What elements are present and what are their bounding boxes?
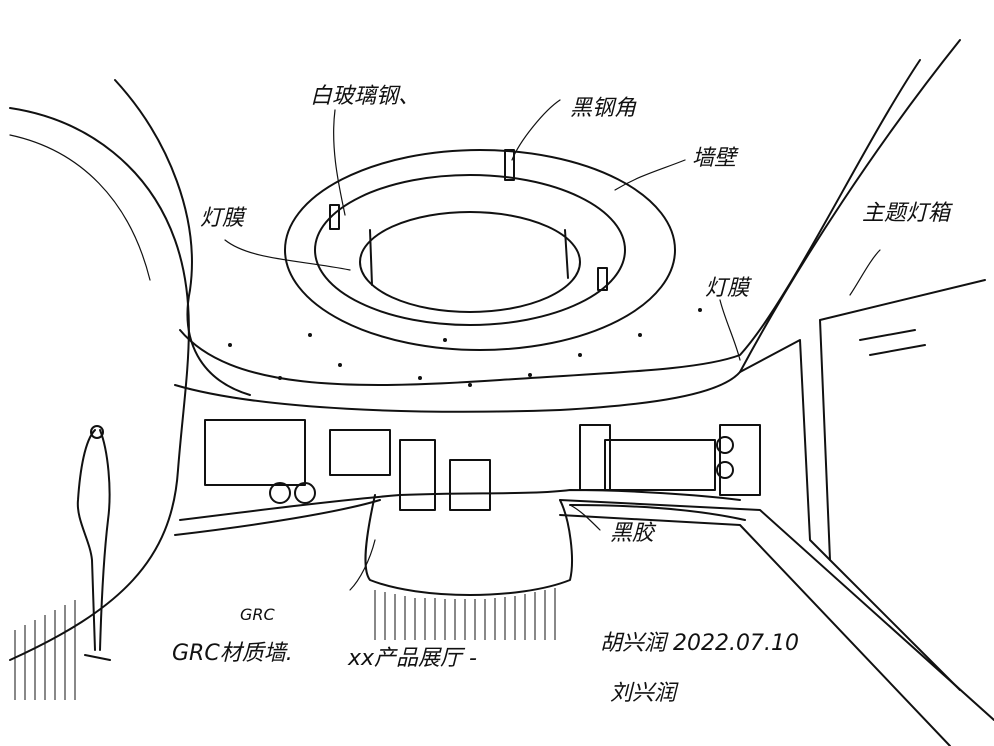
label-white-glass-steel: 白玻璃钢、	[310, 84, 420, 109]
pendant-light	[504, 149, 515, 181]
ceiling-downlights	[228, 308, 702, 387]
back-display-wall	[174, 419, 761, 536]
ceiling-edge	[179, 59, 921, 386]
label-light-film-right: 灯膜	[705, 276, 752, 301]
label-grc-wall: GRC材质墙.	[172, 641, 293, 666]
label-light-film-left: 灯膜	[200, 206, 247, 231]
sketch-title: xx产品展厅 -	[347, 646, 477, 671]
ceiling-ring-inner	[359, 211, 581, 313]
right-wall	[739, 339, 961, 691]
ceiling-ring-outer	[284, 149, 676, 351]
signature: 刘兴润	[610, 681, 679, 706]
left-curved-wall	[9, 107, 190, 661]
left-curved-wall-inner	[114, 79, 251, 396]
label-black-base: 黑胶	[610, 521, 657, 546]
label-grc-small: GRC	[240, 605, 276, 624]
pendant-light	[597, 267, 608, 291]
person-figure	[76, 429, 111, 661]
label-black-steel-frame: 黑钢角	[570, 96, 637, 121]
pendant-light	[329, 204, 340, 230]
author-date: 胡兴润 2022.07.10	[600, 631, 799, 656]
reception-counter	[364, 494, 573, 596]
label-wall-paint: 墙壁	[692, 146, 739, 171]
ceiling-ring-mid	[314, 174, 626, 326]
theme-lightbox-panel	[819, 279, 986, 561]
floor-hatch	[14, 600, 76, 700]
counter-shadow-hatch	[374, 588, 556, 640]
label-theme-lightbox: 主题灯箱	[862, 201, 953, 226]
